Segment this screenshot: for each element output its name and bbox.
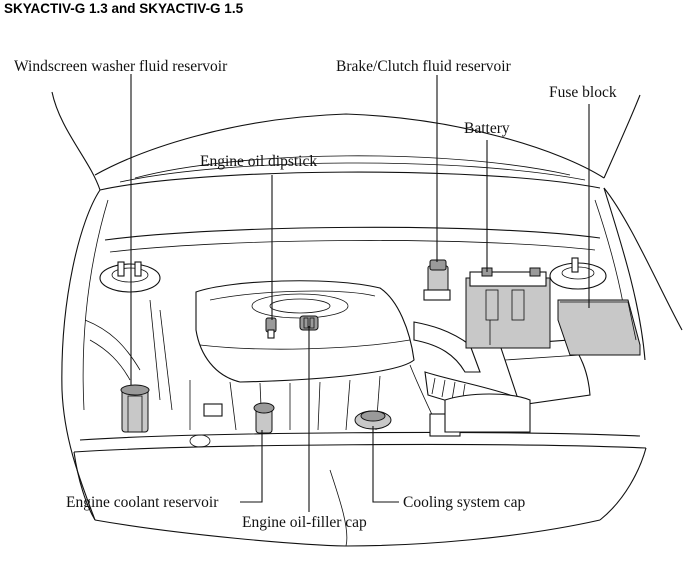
leader-lines xyxy=(130,74,590,512)
battery-part xyxy=(465,267,551,349)
label-oil-filler-cap: Engine oil-filler cap xyxy=(242,514,367,531)
leader-coolant xyxy=(240,430,263,503)
label-fuse-block: Fuse block xyxy=(549,84,617,101)
brake-reservoir-part xyxy=(423,259,451,301)
washer-reservoir-part xyxy=(120,384,150,433)
label-coolant-reservoir: Engine coolant reservoir xyxy=(66,494,219,511)
label-brake-reservoir: Brake/Clutch fluid reservoir xyxy=(336,58,512,75)
leader-cooling-cap xyxy=(372,426,399,503)
fuse-block-part xyxy=(557,299,641,356)
label-cooling-system-cap: Cooling system cap xyxy=(403,494,526,511)
dipstick-part xyxy=(265,317,277,339)
callout-labels: Windscreen washer fluid reservoir Brake/… xyxy=(14,58,617,531)
label-washer-reservoir: Windscreen washer fluid reservoir xyxy=(14,58,228,75)
diagram-title: SKYACTIV-G 1.3 and SKYACTIV-G 1.5 xyxy=(4,1,244,16)
oil-filler-part xyxy=(299,315,319,331)
label-oil-dipstick: Engine oil dipstick xyxy=(200,153,317,170)
cooling-cap-part xyxy=(354,410,392,430)
coolant-reservoir-part xyxy=(253,402,275,434)
label-battery: Battery xyxy=(464,120,510,137)
engine-bay-drawing xyxy=(51,91,683,547)
